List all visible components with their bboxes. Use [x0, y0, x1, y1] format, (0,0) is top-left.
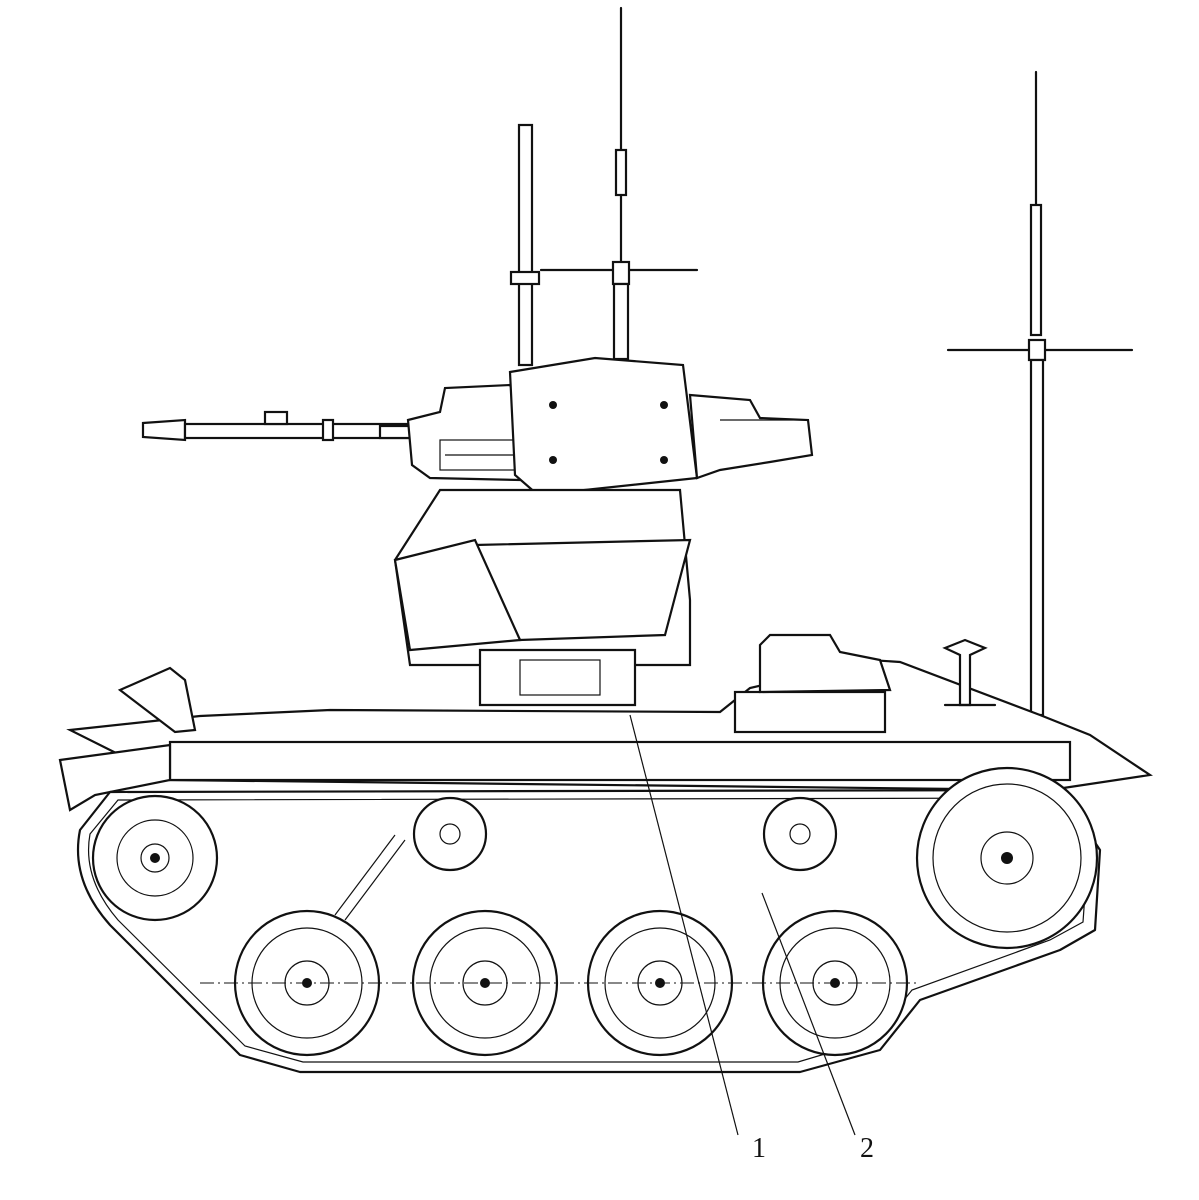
center-whip-antenna — [539, 6, 699, 361]
idler-wheel — [915, 766, 1099, 950]
right-whip-antenna — [946, 70, 1134, 717]
front-periscope — [117, 666, 197, 734]
callout-1-leader — [629, 714, 739, 1136]
callout-2-leader — [761, 892, 856, 1136]
callout-1-label: 1 — [752, 1133, 766, 1164]
rear-equipment-box — [733, 633, 892, 734]
rear-mushroom-vent — [942, 638, 997, 707]
left-mast-antenna — [509, 123, 541, 367]
gun-barrel — [141, 410, 412, 442]
road-wheel-2 — [411, 909, 559, 1057]
return-roller-2 — [762, 796, 838, 872]
turret-armor-box — [508, 356, 699, 497]
suspension-spring — [334, 834, 406, 921]
return-roller-1 — [412, 796, 488, 872]
track — [76, 788, 1102, 1074]
turret-rear-sensor — [688, 393, 814, 480]
weapon-receiver — [406, 383, 522, 482]
drive-sprocket — [91, 794, 219, 922]
turret-pedestal — [393, 488, 692, 707]
callout-2-label: 2 — [860, 1133, 874, 1164]
